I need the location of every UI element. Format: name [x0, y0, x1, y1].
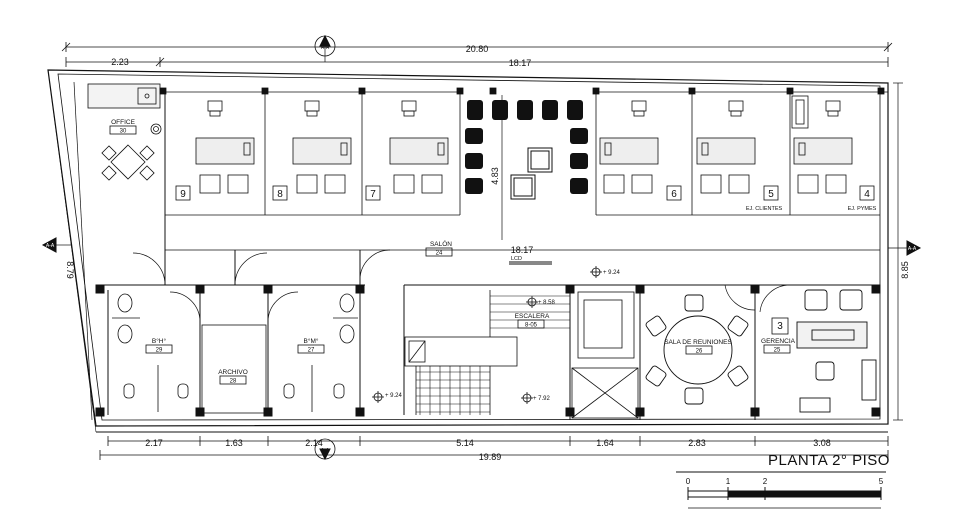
level-label-2: + 8.58 — [538, 300, 556, 306]
workstation-number-6: 6 — [671, 189, 677, 200]
room-bath-m-name: B°M° — [304, 337, 319, 345]
outer-walls — [47, 69, 889, 433]
dim-top-left: 2.23 — [111, 57, 129, 67]
workstation-number-7: 7 — [370, 189, 376, 200]
dim-top-main: 18.17 — [509, 58, 532, 68]
dim-salon-width: 18.17 — [511, 245, 534, 255]
gerencia-number-3: 3 — [777, 321, 783, 332]
room-salon-num: 24 — [436, 251, 443, 257]
scale-tick-0: 0 — [686, 477, 691, 486]
ej-pymes-label: EJ. PYMES — [848, 206, 877, 212]
room-reuniones-num: 26 — [696, 349, 703, 355]
plan-title: PLANTA 2° PISO — [768, 452, 890, 469]
meeting-room-furniture — [645, 294, 749, 405]
dim-bottom-seg-2: 1.63 — [225, 438, 243, 448]
office-furniture — [87, 83, 166, 250]
room-number-boxes — [109, 125, 875, 385]
section-marker-right — [888, 240, 922, 256]
dim-bottom-seg-5: 1.64 — [596, 438, 614, 448]
dim-bottom-total: 19.89 — [479, 452, 502, 462]
room-escalera-num: 8-05 — [525, 323, 538, 329]
section-marker-top — [314, 34, 336, 62]
room-labels: OFFICE 30 SALÓN 24 B°H° 29 B°M° 27 ARCHI… — [111, 119, 796, 385]
workstation-number-4: 4 — [864, 189, 870, 200]
scale-labels: 0 1 2 5 — [686, 477, 884, 486]
section-label-right: A-A — [908, 246, 917, 252]
bathroom-fixtures — [112, 293, 358, 412]
room-bath-m-num: 27 — [308, 348, 315, 354]
room-archivo-name: ARCHIVO — [218, 369, 248, 376]
waiting-area-tables — [509, 147, 553, 265]
dim-left-height: 8.79 — [65, 261, 75, 279]
level-label-4: + 7.92 — [533, 396, 551, 402]
section-marker-bottom — [314, 438, 336, 461]
dim-bottom-seg-6: 2.83 — [688, 438, 706, 448]
room-gerencia-num: 25 — [774, 348, 781, 354]
scale-tick-1: 1 — [726, 477, 731, 486]
dim-center-height: 4.83 — [490, 167, 500, 185]
workstation-number-5: 5 — [768, 189, 774, 200]
room-office-num: 30 — [120, 129, 127, 135]
dim-bottom-seg-7: 3.08 — [813, 438, 831, 448]
scale-bar — [676, 471, 886, 509]
section-labels: A-A A-A A-A A-A — [46, 45, 917, 454]
level-label-1: + 9.24 — [603, 270, 621, 276]
room-bath-h-num: 29 — [156, 348, 163, 354]
room-office-name: OFFICE — [111, 119, 135, 126]
workstation-numbers: 9 8 7 6 5 4 3 EJ. CLIENTES EJ. PYMES — [180, 189, 876, 332]
room-escalera-name: ESCALERA — [515, 313, 550, 320]
level-markers — [372, 266, 602, 404]
room-archivo-num: 28 — [230, 379, 237, 385]
scale-tick-5: 5 — [879, 477, 884, 486]
room-bath-h-name: B°H° — [152, 337, 167, 345]
level-label-3: + 9.24 — [385, 393, 403, 399]
waiting-area-chairs — [465, 100, 588, 194]
gerencia-furniture — [796, 289, 877, 413]
lower-walls — [95, 249, 881, 420]
ej-clientes-label: EJ. CLIENTES — [746, 206, 783, 212]
dim-top-total: 20.80 — [466, 44, 489, 54]
dim-right-height: 8.85 — [900, 261, 910, 279]
section-label-top: A-A — [321, 45, 330, 51]
dimension-labels: 20.80 2.23 18.17 18.17 8.79 8.85 4.83 19… — [65, 44, 910, 462]
lcd-label: LCD — [511, 256, 522, 262]
level-labels: + 9.24 + 8.58 + 9.24 + 7.92 — [385, 270, 621, 402]
top-dimensions — [61, 42, 893, 67]
workstation-number-8: 8 — [277, 189, 283, 200]
workstation-cubicles — [159, 87, 888, 251]
elevator-shaft — [571, 291, 639, 419]
section-marker-left — [41, 237, 72, 253]
scale-tick-2: 2 — [763, 477, 768, 486]
side-dimensions — [73, 81, 903, 421]
room-salon-name: SALÓN — [430, 239, 452, 248]
dim-bottom-seg-4: 5.14 — [456, 438, 474, 448]
room-gerencia-name: GERENCIA — [761, 338, 796, 345]
section-label-left: A-A — [46, 243, 55, 249]
staircase — [404, 290, 570, 415]
section-label-bottom: A-A — [321, 448, 330, 454]
workstation-number-9: 9 — [180, 189, 186, 200]
bottom-dimensions — [99, 436, 889, 460]
dim-bottom-seg-3: 2.14 — [305, 438, 323, 448]
dim-bottom-seg-1: 2.17 — [145, 438, 163, 448]
room-reuniones-name: SALA DE REUNIONES — [664, 339, 732, 346]
